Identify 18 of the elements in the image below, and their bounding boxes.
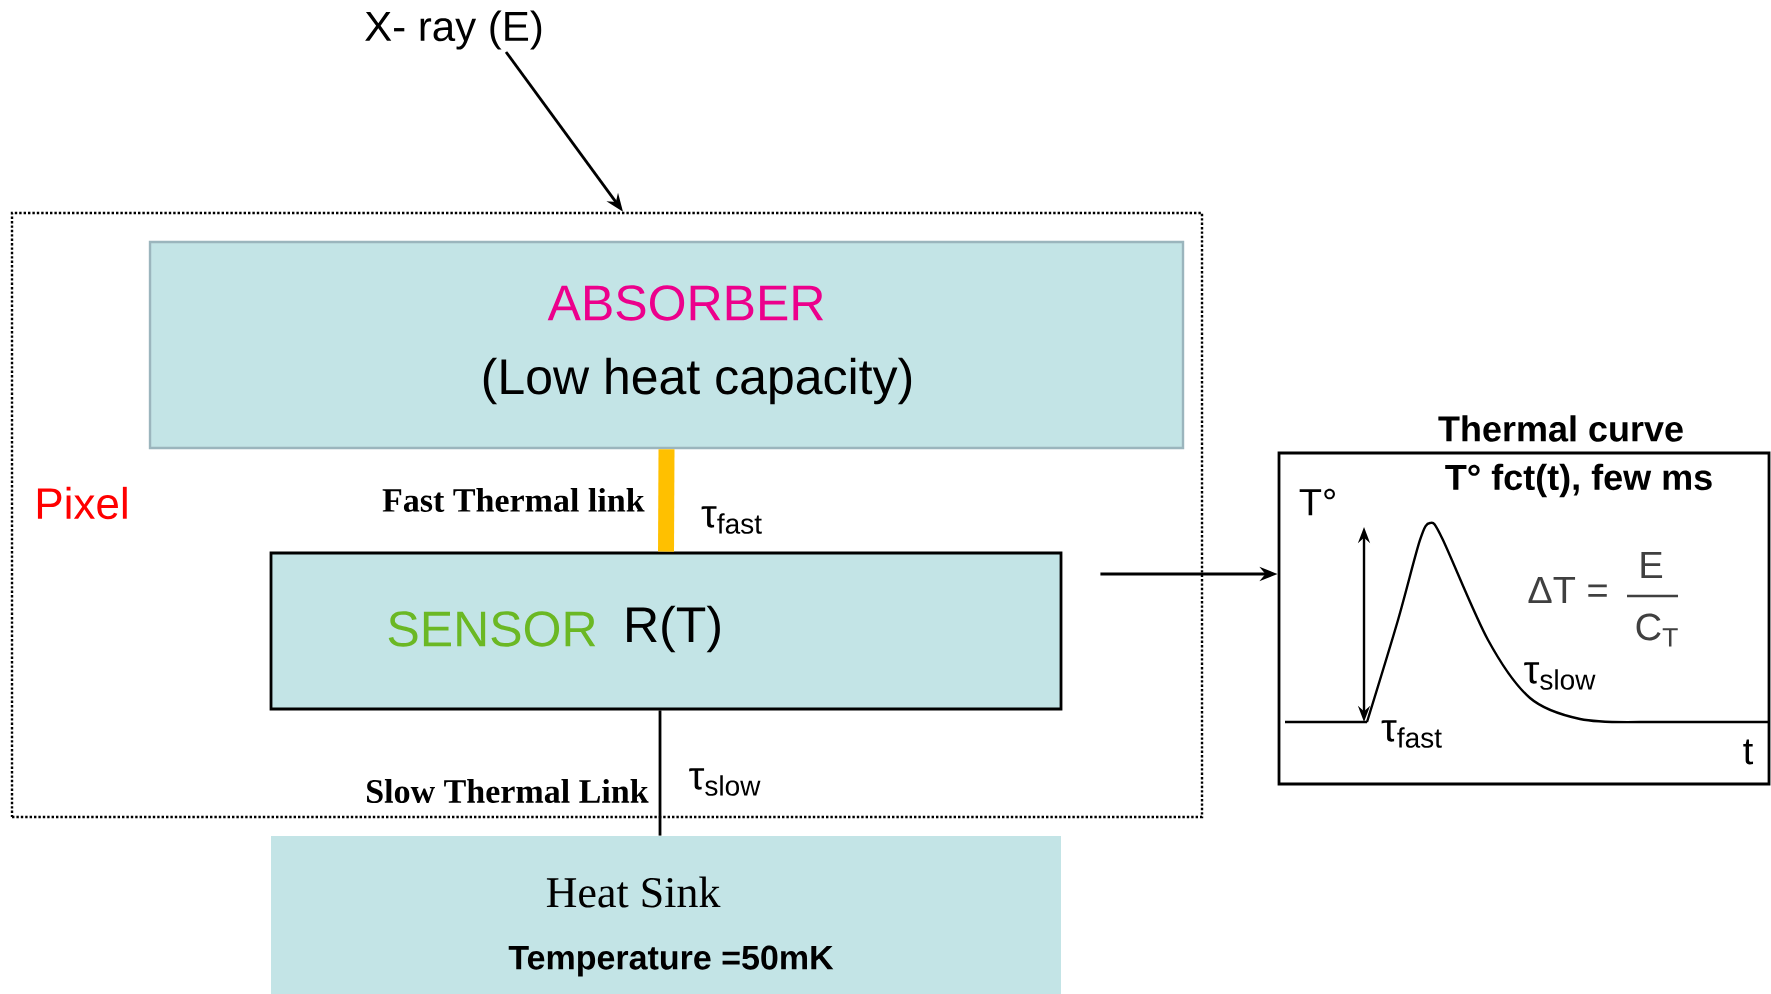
tau-label: τ$_{fast}$ <box>701 506 762 534</box>
thermal-link-bar <box>658 449 675 552</box>
edge-label: Slow Thermal Link <box>363 777 651 805</box>
absorber-box: ABSORBER (Low heat capacity) <box>148 240 1185 450</box>
heat-sink-box: Heat Sink Temperature =50mK <box>271 836 1061 994</box>
axis-label: T° <box>1299 488 1335 516</box>
formula-text: C$_{T}$ <box>1636 613 1678 647</box>
formula-text: ΔT = <box>1528 576 1607 604</box>
formula-text: E <box>1641 551 1663 579</box>
x-ray-label: X- ray (E) <box>365 10 542 50</box>
edge-label: Fast Thermal link <box>380 486 647 514</box>
tau-label: τ$_{slow}$ <box>1524 662 1596 690</box>
node-label: Thermal curve <box>1438 415 1683 442</box>
sensor-box: SENSOR R(T) <box>269 551 1063 711</box>
tau-label: τ$_{slow}$ <box>689 768 761 796</box>
tau-label: τ$_{fast}$ <box>1381 720 1442 748</box>
connector-line <box>658 710 662 836</box>
axis-label: t <box>1743 739 1754 765</box>
